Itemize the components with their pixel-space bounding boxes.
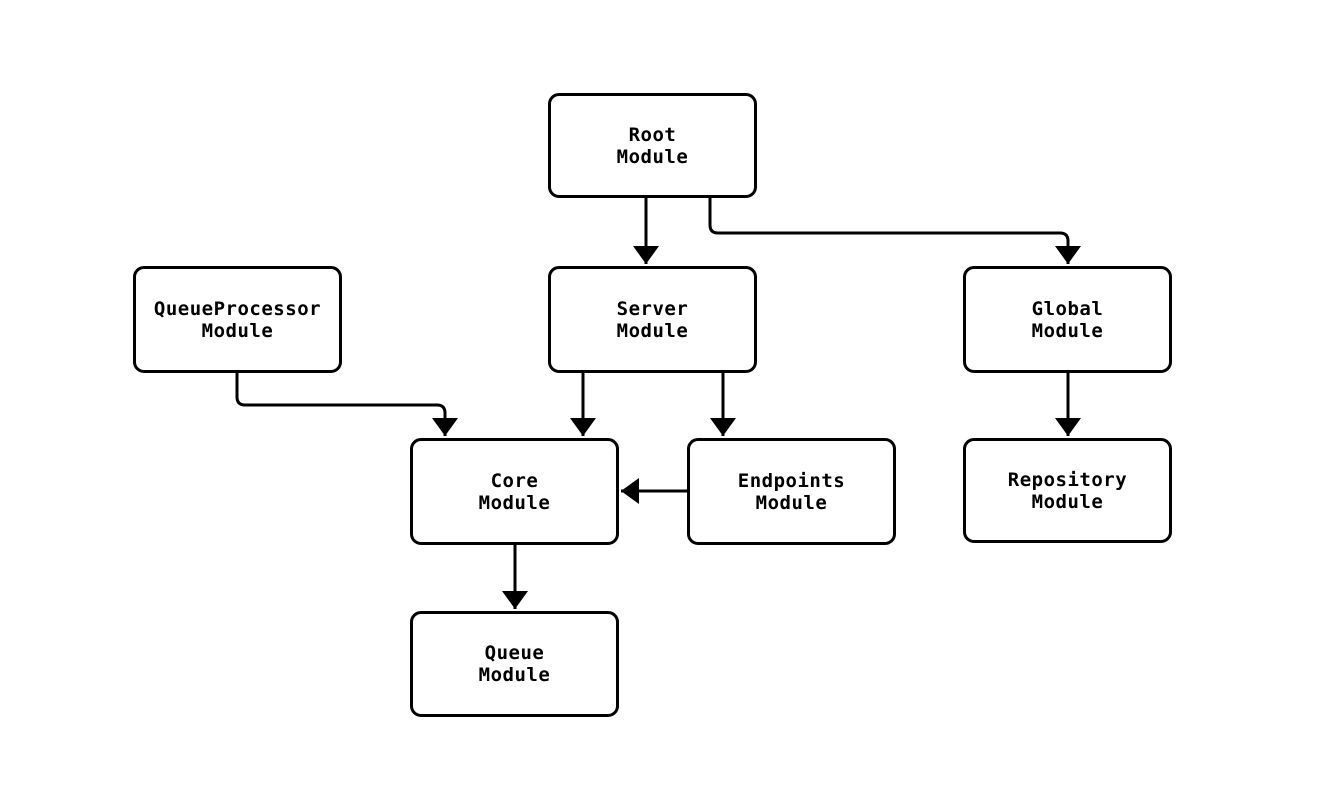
node-queueprocessor-module: QueueProcessor Module bbox=[133, 266, 342, 373]
edge-queueprocessor-to-core bbox=[235, 372, 458, 436]
node-root-module: Root Module bbox=[548, 93, 757, 198]
node-endpoints-module: Endpoints Module bbox=[687, 438, 896, 545]
edge-root-to-global bbox=[708, 197, 1081, 264]
node-core-module: Core Module bbox=[410, 438, 619, 545]
node-queue-module: Queue Module bbox=[410, 611, 619, 717]
node-server-module: Server Module bbox=[548, 266, 757, 373]
node-repository-module: Repository Module bbox=[963, 438, 1172, 543]
node-global-module: Global Module bbox=[963, 266, 1172, 373]
